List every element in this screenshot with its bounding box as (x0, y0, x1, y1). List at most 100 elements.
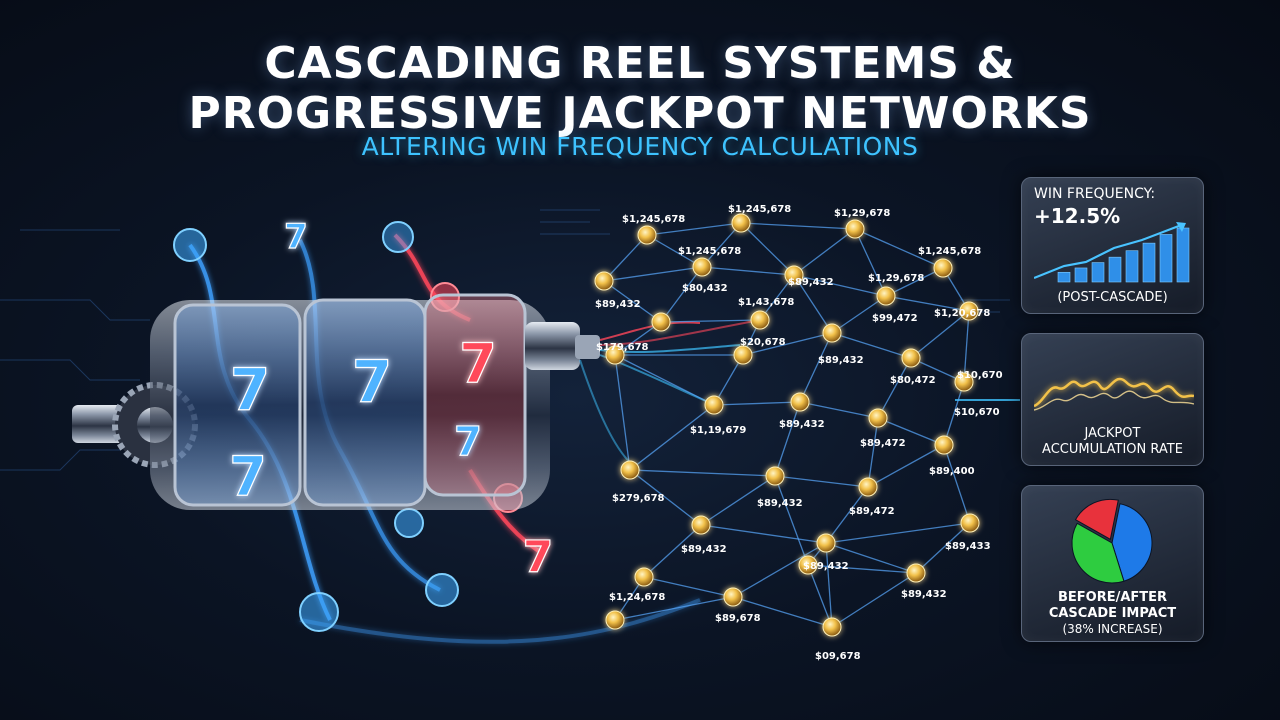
win-frequency-bar (1057, 271, 1071, 283)
network-edge (740, 222, 856, 230)
jackpot-value-label: $1,245,678 (728, 204, 791, 215)
network-edge (700, 524, 827, 544)
network-edge (646, 234, 703, 268)
apple-icon (173, 228, 207, 262)
axle-tip (575, 335, 600, 359)
jackpot-coin-node (954, 372, 974, 392)
jackpot-value-label: $1,245,678 (918, 246, 981, 257)
seven-symbol: 7 (459, 332, 497, 395)
cascade-impact-pie-chart (1071, 498, 1153, 584)
jackpot-coin-node (790, 392, 810, 412)
network-edge (910, 357, 965, 383)
network-edge (701, 222, 742, 268)
network-edge (629, 469, 776, 477)
jackpot-value-label: $89,432 (901, 589, 947, 600)
title-line-2: PROGRESSIVE JACKPOT NETWORKS (188, 88, 1092, 139)
network-edge (877, 417, 945, 446)
jackpot-coin-node (605, 345, 625, 365)
jackpot-value-label: $09,678 (815, 651, 861, 662)
jackpot-coin-node (765, 466, 785, 486)
jackpot-coin-node (605, 610, 625, 630)
network-edge (867, 417, 879, 488)
jackpot-value-label: $1,29,678 (834, 208, 890, 219)
jackpot-coin-node (731, 213, 751, 233)
jackpot-caption-line-1: JACKPOT (1084, 426, 1141, 441)
pie-slice (1071, 522, 1125, 584)
jackpot-value-label: $89,432 (803, 561, 849, 572)
network-edge (807, 564, 917, 574)
jackpot-value-label: $89,432 (818, 355, 864, 366)
jackpot-coin-node (816, 533, 836, 553)
network-edge (915, 522, 971, 574)
network-edge (825, 522, 971, 544)
win-frequency-bar (1142, 242, 1156, 283)
jackpot-coin-node (858, 477, 878, 497)
jackpot-value-label: $1,43,678 (738, 297, 794, 308)
network-edge (793, 274, 887, 297)
jackpot-coin-node (750, 310, 770, 330)
network-edge (700, 475, 776, 526)
win-frequency-bar (1176, 227, 1190, 283)
jackpot-value-label: $1,19,679 (690, 425, 746, 436)
trend-arrow-icon (1176, 222, 1186, 232)
network-edge (643, 524, 702, 578)
network-edge (943, 381, 965, 446)
win-frequency-value: +12.5% (1034, 204, 1121, 228)
network-edge (732, 542, 827, 598)
apple-icon (425, 573, 459, 607)
network-edge (629, 404, 715, 471)
jackpot-coin-node (637, 225, 657, 245)
win-frequency-bar (1159, 234, 1173, 283)
jackpot-coin-node (798, 555, 818, 575)
jackpot-value-label: $1,24,678 (609, 592, 665, 603)
seven-symbol: 7 (352, 348, 392, 416)
win-frequency-bar (1125, 250, 1139, 283)
network-edge (603, 234, 648, 282)
network-edge (614, 596, 734, 621)
win-frequency-title: WIN FREQUENCY: (1034, 186, 1156, 202)
apple-icon (299, 592, 339, 632)
jackpot-value-label: $10,670 (954, 407, 1000, 418)
network-edge (825, 486, 869, 544)
apple-icon (394, 508, 424, 538)
win-frequency-bar (1074, 267, 1088, 283)
network-edge (713, 354, 744, 406)
win-frequency-bar-chart (1034, 222, 1190, 283)
title-line-1: CASCADING REEL SYSTEMS & (264, 38, 1016, 89)
network-edge (807, 564, 833, 628)
network-edge (603, 266, 703, 282)
network-edge (713, 401, 801, 406)
network-edge (774, 401, 801, 477)
network-edge (831, 295, 887, 334)
jackpot-value-label: $80,432 (682, 283, 728, 294)
background-circuitry (0, 209, 1010, 471)
jackpot-coin-node (594, 271, 614, 291)
jackpot-coin-node (704, 395, 724, 415)
network-edge (603, 280, 662, 323)
jackpot-value-label: $20,678 (740, 337, 786, 348)
seven-symbol: 7 (284, 217, 308, 257)
jackpot-coin-node (868, 408, 888, 428)
network-edge (867, 444, 945, 488)
jackpot-value-label: $89,433 (945, 541, 991, 552)
network-edge (831, 332, 912, 359)
jackpot-coin-node (651, 312, 671, 332)
network-edge (660, 319, 761, 323)
network-edge (614, 354, 631, 471)
jackpot-coin-node (876, 286, 896, 306)
network-edge (646, 222, 742, 236)
win-frequency-bar (1091, 262, 1105, 283)
jackpot-value-label: $1,29,678 (868, 273, 924, 284)
network-edge (963, 310, 970, 383)
network-edge (742, 332, 833, 356)
win-frequency-trend-line (1034, 222, 1185, 280)
seven-symbol: 7 (229, 445, 267, 508)
reel-3 (423, 293, 527, 497)
network-edge (774, 475, 869, 488)
jackpot-coin-node (845, 219, 865, 239)
network-nodes: $1,245,678$1,245,678$1,29,678$1,245,678$… (594, 204, 1003, 662)
impact-caption-line-1: BEFORE/AFTER (1057, 590, 1168, 605)
jackpot-value-label: $89,432 (681, 544, 727, 555)
symbol-trails (188, 233, 701, 644)
